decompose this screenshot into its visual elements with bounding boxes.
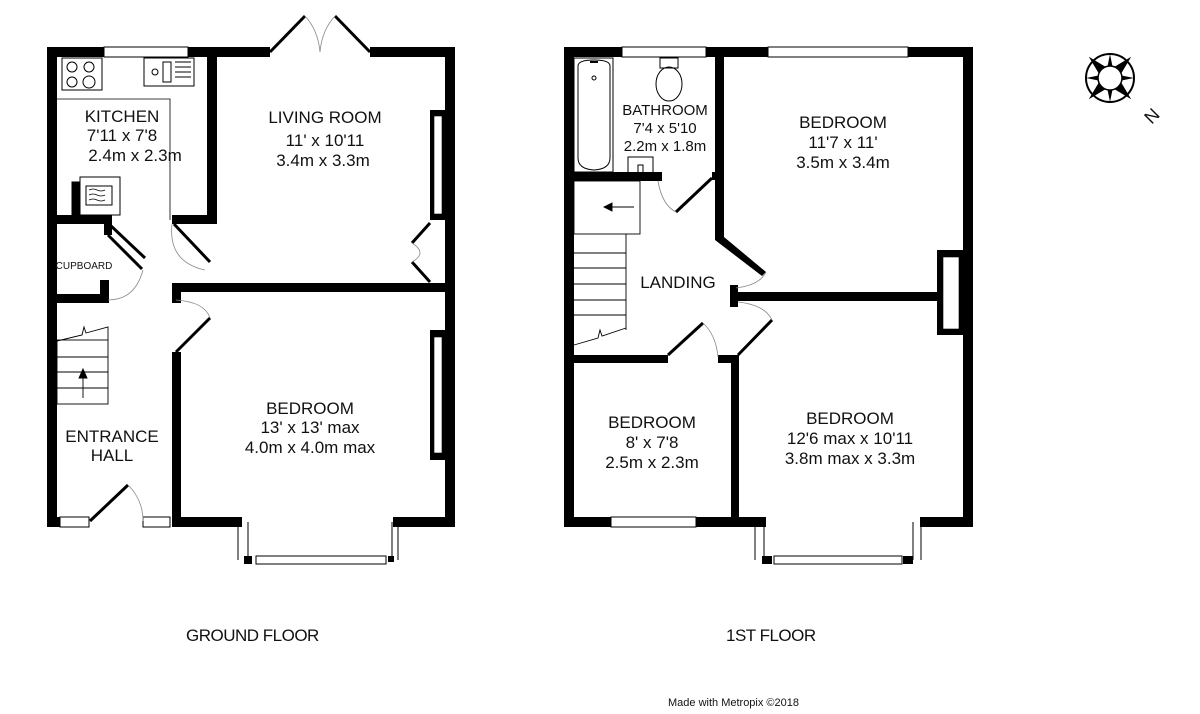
front-bedroom-label: BEDROOM [806,409,894,428]
ground-floor-stairs [56,325,109,405]
living-room-metric: 3.4m x 3.3m [276,151,370,170]
rear-bedroom-metric: 3.5m x 3.4m [796,153,890,172]
entrance-hall-label-line1: ENTRANCE [65,427,159,446]
landing-label: LANDING [640,273,716,292]
cupboard-label: CUPBOARD [56,261,113,272]
front-bedroom-imperial: 12'6 max x 10'11 [787,429,913,448]
first-floor-plan [564,46,973,565]
kitchen-fixtures [57,57,195,220]
bathroom-fixtures [573,57,683,174]
ground-bedroom-label: BEDROOM [266,399,354,418]
rear-bedroom-label: BEDROOM [799,113,887,132]
first-floor-doors [657,176,774,358]
ground-floor-plan [47,14,455,565]
ground-floor-title: GROUND FLOOR [186,626,319,645]
metropix-credit: Made with Metropix ©2018 [668,697,800,709]
first-floor-stairs [573,180,641,346]
bathroom-label: BATHROOM [622,102,708,119]
first-floor-walls [564,47,973,564]
ground-bedroom-imperial: 13' x 13' max [260,418,360,437]
small-bedroom-imperial: 8' x 7'8 [626,433,679,452]
first-floor-title: 1ST FLOOR [726,626,816,645]
entrance-hall-label-line2: HALL [91,446,134,465]
bathroom-imperial: 7'4 x 5'10 [633,120,696,137]
small-bedroom-metric: 2.5m x 2.3m [605,453,699,472]
bathroom-metric: 2.2m x 1.8m [624,138,707,155]
kitchen-metric: 2.4m x 2.3m [88,146,182,165]
compass-rose-icon: N [1085,53,1164,128]
north-label: N [1140,104,1163,127]
small-bedroom-label: BEDROOM [608,413,696,432]
ground-bedroom-metric: 4.0m x 4.0m max [245,438,376,457]
living-room-label: LIVING ROOM [268,108,381,127]
kitchen-imperial: 7'11 x 7'8 [87,126,157,145]
living-room-imperial: 11' x 10'11 [286,131,365,150]
rear-bedroom-imperial: 11'7 x 11' [808,133,877,152]
kitchen-label: KITCHEN [85,107,160,126]
ground-floor-doors [88,14,432,523]
front-bedroom-metric: 3.8m max x 3.3m [785,449,915,468]
